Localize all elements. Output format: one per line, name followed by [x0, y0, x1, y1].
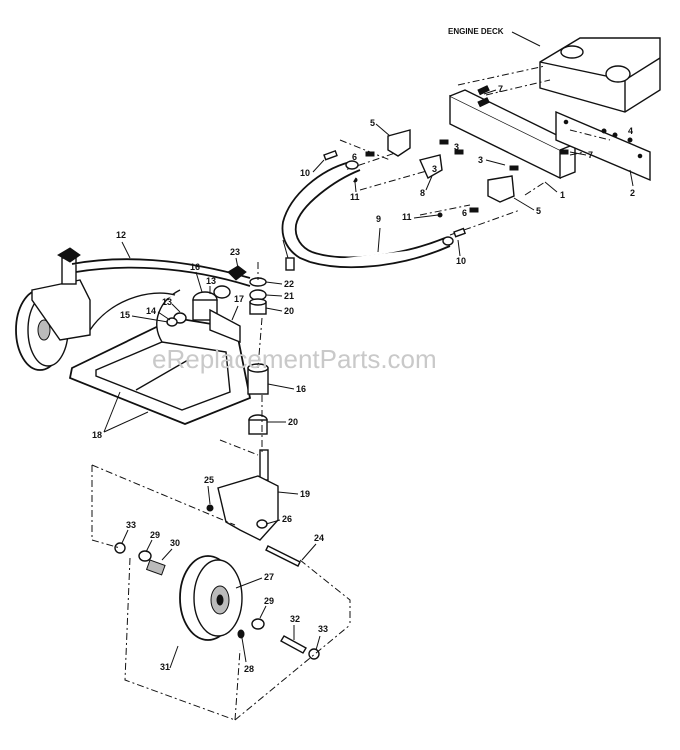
callout-c31: 31 — [160, 662, 170, 672]
callout-c16b: 16 — [296, 384, 306, 394]
callout-c3c: 3 — [432, 164, 437, 174]
callout-c7a: 7 — [498, 84, 503, 94]
callout-c15: 15 — [120, 310, 130, 320]
callout-c7b: 7 — [588, 150, 593, 160]
callout-c20a: 20 — [284, 306, 294, 316]
callout-c5b: 5 — [536, 206, 541, 216]
foot-platform — [68, 289, 252, 425]
engine-deck — [539, 37, 661, 113]
pivot-assembly — [166, 265, 247, 344]
callout-c10a: 10 — [300, 168, 310, 178]
callout-c16a: 16 — [190, 262, 200, 272]
callouts: 1 2 3 3 3 4 5 5 6 6 7 7 8 9 10 10 11 11 … — [92, 84, 635, 674]
callout-c10b: 10 — [456, 256, 466, 266]
callout-c20b: 20 — [288, 417, 298, 427]
callout-c11b: 11 — [402, 212, 412, 222]
callout-c3a: 3 — [454, 142, 459, 152]
callout-c25: 25 — [204, 475, 214, 485]
callout-c28: 28 — [244, 664, 254, 674]
washer-stack — [249, 277, 267, 315]
callout-c21: 21 — [284, 291, 294, 301]
callout-c26: 26 — [282, 514, 292, 524]
callout-c11a: 11 — [350, 192, 360, 202]
callout-c30: 30 — [170, 538, 180, 548]
axle-bolt — [265, 545, 301, 567]
callout-c29b: 29 — [264, 596, 274, 606]
callout-c29a: 29 — [150, 530, 160, 540]
callout-c1: 1 — [560, 190, 565, 200]
callout-c13a: 13 — [206, 276, 216, 286]
engine-deck-label: ENGINE DECK — [448, 27, 504, 36]
callout-c4: 4 — [628, 126, 633, 136]
bracket-lower — [487, 175, 515, 203]
callout-c32: 32 — [290, 614, 300, 624]
callout-c9: 9 — [376, 214, 381, 224]
bolt-set — [365, 85, 633, 213]
rear-wheel — [179, 555, 243, 641]
caster-fork — [206, 449, 279, 541]
pin-lower — [453, 227, 467, 238]
callout-c24: 24 — [314, 533, 324, 543]
callout-c33a: 33 — [126, 520, 136, 530]
callout-c18: 18 — [92, 430, 102, 440]
callout-c12: 12 — [116, 230, 126, 240]
callout-c22: 22 — [284, 279, 294, 289]
callout-c8: 8 — [420, 188, 425, 198]
callout-c17: 17 — [234, 294, 244, 304]
pin-upper — [323, 149, 338, 161]
watermark: eReplacementParts.com — [152, 344, 437, 374]
callout-c19: 19 — [300, 489, 310, 499]
callout-c5a: 5 — [370, 118, 375, 128]
callout-c6a: 6 — [352, 152, 357, 162]
bracket-upper — [387, 129, 411, 157]
callout-c23: 23 — [230, 247, 240, 257]
callout-c2: 2 — [630, 188, 635, 198]
callout-c13b: 13 — [162, 297, 172, 307]
callout-c14: 14 — [146, 306, 156, 316]
front-caster — [15, 247, 91, 371]
callout-c27: 27 — [264, 572, 274, 582]
callout-c6b: 6 — [462, 208, 467, 218]
callout-c33b: 33 — [318, 624, 328, 634]
axle-hardware — [114, 542, 320, 660]
backing-plate — [555, 110, 651, 182]
callout-c3b: 3 — [478, 155, 483, 165]
